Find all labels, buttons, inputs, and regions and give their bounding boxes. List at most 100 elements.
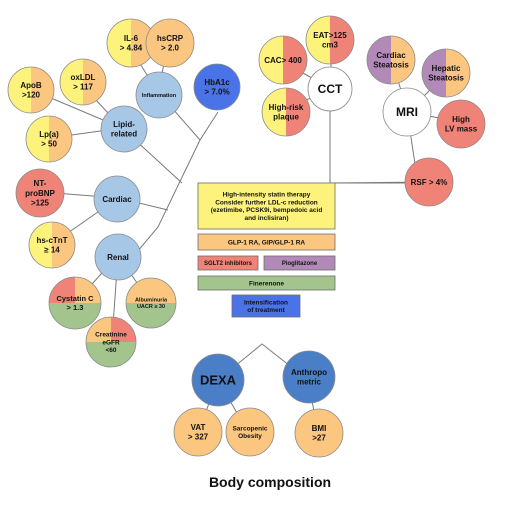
node-outline <box>59 58 107 106</box>
node-vat: VAT> 327 <box>173 407 223 457</box>
node-fill-left <box>107 19 131 67</box>
node-label-lipid: Lipid-related <box>111 120 137 139</box>
box-glp1: GLP-1 RA, GIP/GLP-1 RA <box>197 233 336 251</box>
node-hscrp: hsCRP> 2.0 <box>145 18 195 68</box>
node-outline <box>191 353 245 407</box>
node-label-oxldl: oxLDL> 117 <box>71 73 96 92</box>
node-label-mri: MRI <box>396 105 418 119</box>
box-label-finerenone: Finerenone <box>249 280 284 287</box>
box-pioglitazone: Pioglitazone <box>263 255 336 271</box>
node-outline <box>25 115 73 163</box>
node-fill-left <box>262 88 286 136</box>
node-outline <box>85 316 137 368</box>
node-label-renal: Renal <box>107 253 129 262</box>
node-fill-right <box>283 36 307 84</box>
node-fill <box>194 64 240 110</box>
node-label-ntprobnp: NT-proBNP>125 <box>25 179 55 207</box>
node-fill-left <box>8 67 31 113</box>
node-fill-segment <box>49 303 101 329</box>
node-fill-left <box>367 36 391 84</box>
node-dexa: DEXA <box>191 353 245 407</box>
node-outline <box>382 87 432 137</box>
node-fill <box>95 234 141 280</box>
node-fill-segment <box>126 303 176 328</box>
node-fill <box>94 176 140 222</box>
node-fill-right <box>31 67 54 113</box>
node-lpa: Lp(a)> 50 <box>25 115 73 163</box>
node-label-hba1c: HbA1c> 7.0% <box>204 78 230 97</box>
node-label-cct: CCT <box>318 82 343 96</box>
node-outline <box>28 221 76 269</box>
node-outline <box>15 168 65 218</box>
box-fill <box>197 182 336 230</box>
node-label-hsctnt: hs-cTnT≥ 14 <box>36 236 67 255</box>
node-fill-segment <box>86 317 111 342</box>
box-fill <box>197 255 259 271</box>
node-label-cardiac: Cardiac <box>102 195 132 204</box>
box-sglt2: SGLT2 inhibitors <box>197 255 259 271</box>
node-fill <box>174 408 222 456</box>
node-label-apob: ApoB>120 <box>20 81 42 100</box>
node-cystatin: Cystatin C> 1.3 <box>48 276 102 330</box>
node-outline <box>93 175 141 223</box>
node-fill <box>16 169 64 217</box>
node-fill-right <box>52 222 75 268</box>
node-label-il6: IL-6> 4.84 <box>120 34 143 53</box>
node-fill <box>192 354 244 406</box>
box-fill <box>197 233 336 251</box>
node-cac: CAC> 400 <box>258 35 308 85</box>
node-fill <box>146 19 194 67</box>
node-outline <box>305 15 355 65</box>
node-fill-left <box>422 49 446 97</box>
node-fill-left <box>259 36 283 84</box>
box-fill <box>263 255 336 271</box>
node-outline <box>421 48 471 98</box>
node-fill-right <box>330 16 354 64</box>
node-outline <box>294 408 344 458</box>
node-label-dexa: DEXA <box>200 373 237 388</box>
node-apob: ApoB>120 <box>7 66 55 114</box>
node-fill-left <box>60 59 83 105</box>
box-fill <box>197 275 336 291</box>
node-label-rsf: RSF > 4% <box>411 178 448 187</box>
node-fill-segment <box>75 277 101 303</box>
node-fill <box>136 72 182 118</box>
body-composition-title: Body composition <box>209 474 331 490</box>
node-outline <box>193 63 241 111</box>
node-cct: CCT <box>307 66 353 112</box>
node-outline <box>94 233 142 281</box>
node-outline <box>404 157 454 207</box>
node-outline <box>225 407 275 457</box>
node-fill-segment <box>126 278 176 303</box>
node-hba1c: HbA1c> 7.0% <box>193 63 241 111</box>
box-label-pioglitazone: Pioglitazone <box>282 261 318 267</box>
node-fill-left <box>29 222 52 268</box>
node-lipid: Lipid-related <box>100 105 148 153</box>
node-fill-segment <box>111 317 136 342</box>
node-outline <box>145 18 195 68</box>
node-inflammation: Inflammation <box>135 71 183 119</box>
node-outline <box>261 87 311 137</box>
node-renal: Renal <box>94 233 142 281</box>
node-cardiac: Cardiac <box>93 175 141 223</box>
node-fill-right <box>446 49 470 97</box>
node-fill-segment <box>86 342 136 367</box>
